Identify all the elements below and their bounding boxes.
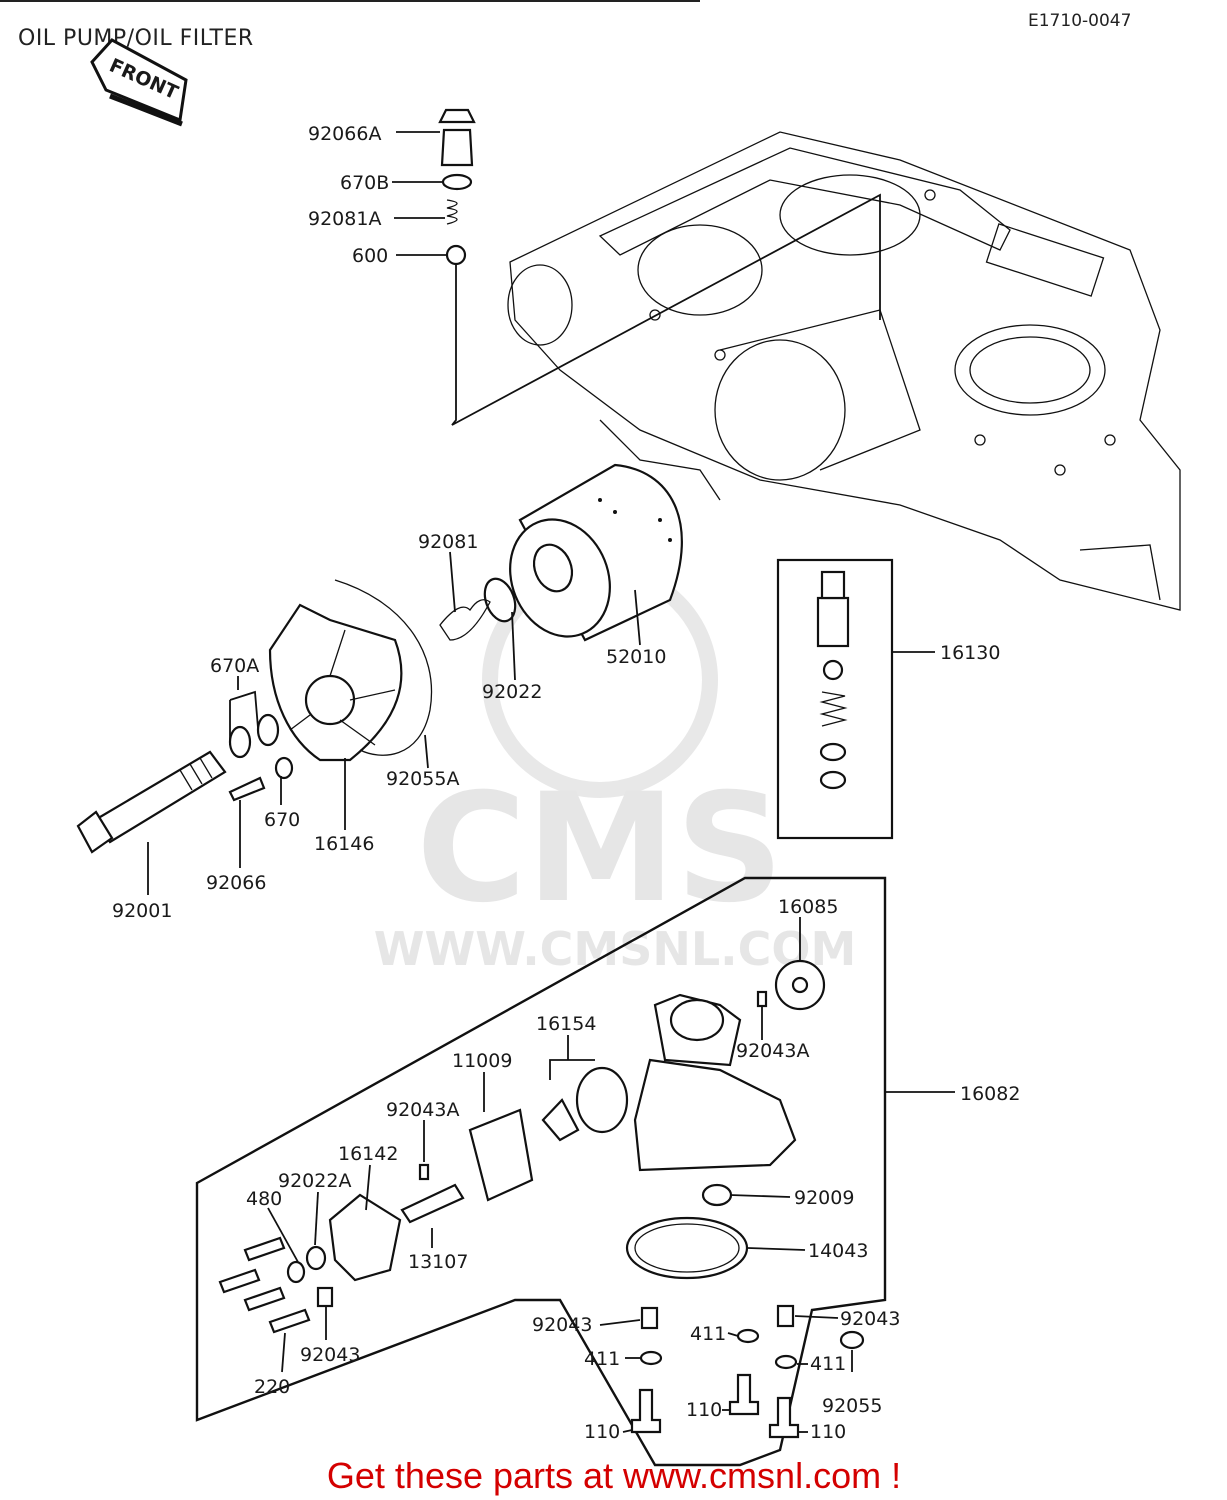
label-16130[interactable]: 16130 xyxy=(940,642,1000,664)
label-11009[interactable]: 11009 xyxy=(452,1050,512,1072)
label-670B[interactable]: 670B xyxy=(340,172,389,194)
oring-670a-1 xyxy=(228,725,252,759)
diagram-code: E1710-0047 xyxy=(1028,11,1131,31)
label-411-a[interactable]: 411 xyxy=(584,1348,620,1370)
label-92022A[interactable]: 92022A xyxy=(278,1170,351,1192)
bolt-92066 xyxy=(228,776,266,802)
label-670A[interactable]: 670A xyxy=(210,655,259,677)
sprocket-16085 xyxy=(774,959,826,1011)
washer-670 xyxy=(274,756,294,780)
label-16154[interactable]: 16154 xyxy=(536,1013,596,1035)
watermark-brand: CMS xyxy=(416,762,783,936)
label-16142[interactable]: 16142 xyxy=(338,1143,398,1165)
footer-link[interactable]: Get these parts at www.cmsnl.com ! xyxy=(327,1455,901,1496)
label-110-c[interactable]: 110 xyxy=(810,1421,846,1443)
shaft-16154 xyxy=(541,1098,580,1142)
oil-filter-cartridge xyxy=(509,463,683,642)
pump-body xyxy=(575,993,797,1172)
strainer-mesh xyxy=(634,1223,740,1273)
bolt-110-a xyxy=(630,1388,662,1434)
page-title: OIL PUMP/OIL FILTER xyxy=(18,26,254,51)
washer-411-a xyxy=(639,1350,663,1366)
oil-pump-box xyxy=(195,876,887,1467)
label-92009[interactable]: 92009 xyxy=(794,1187,854,1209)
plug-92009 xyxy=(701,1183,733,1207)
filter-cover xyxy=(268,603,403,762)
oring-92022a xyxy=(305,1245,327,1271)
leader-lines xyxy=(147,131,955,1433)
label-16082[interactable]: 16082 xyxy=(960,1083,1020,1105)
label-600[interactable]: 600 xyxy=(352,245,388,267)
cover-gasket xyxy=(334,579,433,756)
label-92043A-mid[interactable]: 92043A xyxy=(386,1099,459,1121)
relief-valve-parts xyxy=(438,108,881,426)
label-92043-left[interactable]: 92043 xyxy=(300,1344,360,1366)
front-arrow-icon: FRONT xyxy=(90,38,188,127)
screws-220 xyxy=(218,1236,311,1334)
label-480[interactable]: 480 xyxy=(246,1188,282,1210)
label-92066A[interactable]: 92066A xyxy=(308,123,381,145)
dowel-92043-left xyxy=(316,1286,334,1308)
crankcase-drawing xyxy=(507,131,1181,611)
label-92043-right[interactable]: 92043 xyxy=(840,1308,900,1330)
label-220[interactable]: 220 xyxy=(254,1376,290,1398)
seal-480 xyxy=(286,1260,306,1284)
label-670[interactable]: 670 xyxy=(264,809,300,831)
dowel-92043-mid xyxy=(640,1306,659,1330)
label-92066[interactable]: 92066 xyxy=(206,872,266,894)
dowel-92043-right xyxy=(776,1304,795,1328)
washer-411-b xyxy=(736,1328,760,1344)
strainer-14043 xyxy=(625,1216,749,1280)
oring-670a-2 xyxy=(256,713,280,747)
bolt-110-c xyxy=(768,1396,800,1439)
label-92055[interactable]: 92055 xyxy=(822,1395,882,1417)
pin-92043a-top xyxy=(756,990,768,1008)
watermark: CMS WWW.CMSNL.COM xyxy=(374,562,856,976)
filter-oring xyxy=(483,577,517,623)
label-110-b[interactable]: 110 xyxy=(686,1399,722,1421)
washer-411-c xyxy=(774,1354,798,1370)
gasket-11009 xyxy=(468,1108,534,1202)
filter-spring xyxy=(439,599,491,641)
label-52010[interactable]: 52010 xyxy=(606,646,666,668)
shaft-13107 xyxy=(400,1183,465,1224)
nut-92055 xyxy=(839,1330,865,1350)
label-92001[interactable]: 92001 xyxy=(112,900,172,922)
bolt-110-b xyxy=(728,1373,760,1416)
center-bolt xyxy=(76,750,227,854)
label-92043A-top[interactable]: 92043A xyxy=(736,1040,809,1062)
label-92055A[interactable]: 92055A xyxy=(386,768,459,790)
label-16146[interactable]: 16146 xyxy=(314,833,374,855)
pin-92043a-mid xyxy=(418,1163,430,1181)
label-411-c[interactable]: 411 xyxy=(810,1353,846,1375)
label-92043-mid[interactable]: 92043 xyxy=(532,1314,592,1336)
label-13107[interactable]: 13107 xyxy=(408,1251,468,1273)
cover-16142 xyxy=(328,1193,402,1282)
callout-labels: 92066A 670B 92081A 600 92081 52010 92022… xyxy=(112,123,1020,1443)
label-14043[interactable]: 14043 xyxy=(808,1240,868,1262)
label-92022[interactable]: 92022 xyxy=(482,681,542,703)
label-16085[interactable]: 16085 xyxy=(778,896,838,918)
label-92081A[interactable]: 92081A xyxy=(308,208,381,230)
label-110-a[interactable]: 110 xyxy=(584,1421,620,1443)
label-411-b[interactable]: 411 xyxy=(690,1323,726,1345)
relief-valve-box xyxy=(776,558,894,840)
label-92081[interactable]: 92081 xyxy=(418,531,478,553)
